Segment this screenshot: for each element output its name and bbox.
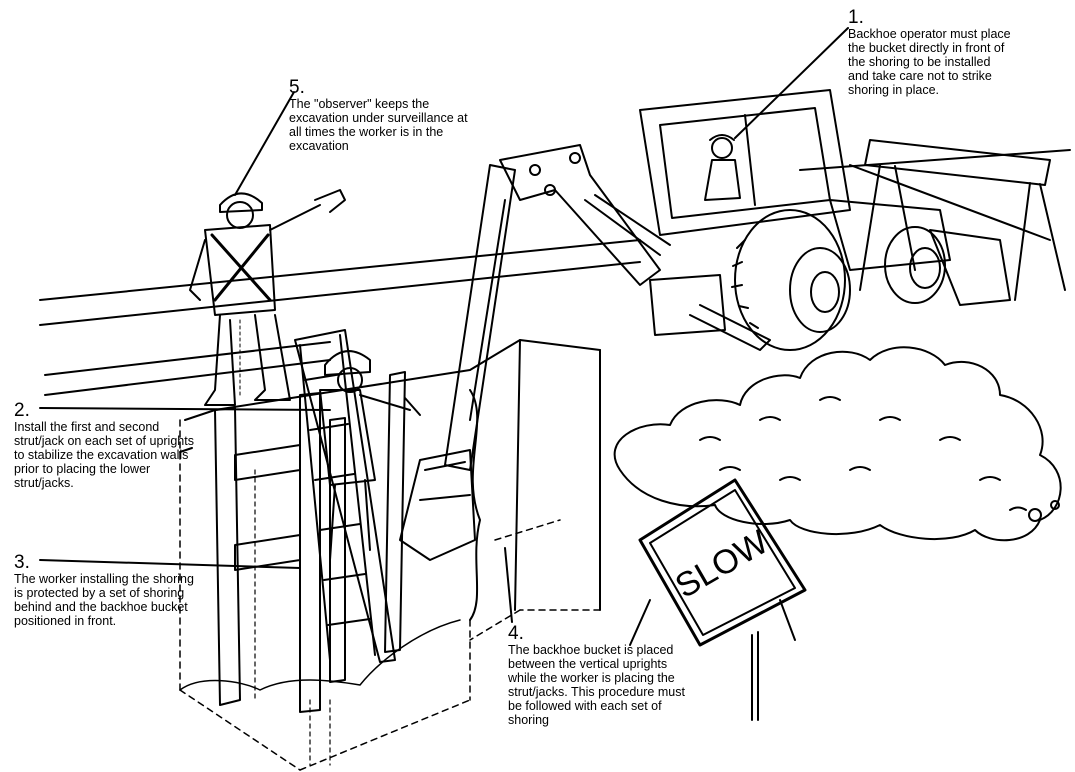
worker-in-trench (319, 350, 421, 561)
callout-3-number: 3. (14, 552, 30, 573)
slow-sign (629, 478, 807, 721)
road (39, 149, 1071, 396)
callout-2: 2. Install the first and second strut/ja… (14, 401, 206, 490)
spoil-pile (613, 346, 1062, 542)
leader-lines (39, 27, 849, 623)
callout-4: 4. The backhoe bucket is placed between … (508, 624, 688, 727)
callout-2-number: 2. (14, 400, 30, 421)
callout-2-text: Install the first and second strut/jack … (14, 420, 194, 490)
backhoe (399, 89, 1011, 561)
observer-worker (189, 189, 346, 406)
callout-3-text: The worker installing the shoring is pro… (14, 572, 194, 628)
callout-1: 1. Backhoe operator must place the bucke… (848, 8, 1013, 97)
callout-5: 5. The "observer" keeps the excavation u… (289, 78, 469, 153)
callout-5-text: The "observer" keeps the excavation unde… (289, 97, 468, 153)
callout-1-number: 1. (848, 7, 864, 28)
callout-4-number: 4. (508, 623, 524, 644)
callout-4-text: The backhoe bucket is placed between the… (508, 643, 685, 727)
callout-5-number: 5. (289, 77, 305, 98)
callout-1-text: Backhoe operator must place the bucket d… (848, 27, 1011, 97)
slow-sign-text: SLOW (669, 523, 775, 606)
callout-3: 3. The worker installing the shoring is … (14, 553, 200, 628)
